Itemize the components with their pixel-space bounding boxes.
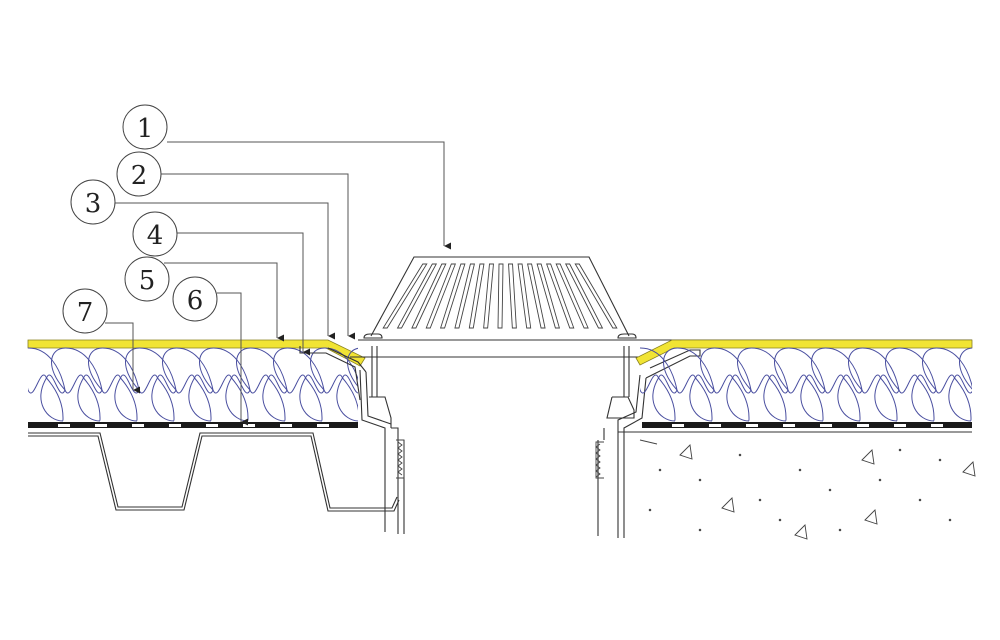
callout-3: 3 — [70, 179, 116, 225]
drain-flange-left — [299, 346, 361, 401]
callout-6: 6 — [172, 276, 218, 322]
leader-3 — [115, 202, 335, 340]
leader-1 — [167, 141, 451, 250]
insulation-right — [640, 347, 972, 422]
callout-1: 1 — [122, 104, 168, 150]
svg-text:6: 6 — [187, 286, 204, 316]
leader-5 — [164, 262, 284, 342]
leader-4 — [177, 232, 310, 356]
left-roof-assembly — [27, 339, 400, 512]
callout-5: 5 — [124, 256, 170, 302]
leader-6 — [217, 292, 248, 426]
drain-body-left — [359, 346, 405, 534]
callout-4: 4 — [132, 211, 178, 257]
svg-text:2: 2 — [131, 161, 148, 191]
concrete-slab — [618, 431, 976, 540]
leader-7 — [105, 322, 140, 394]
leader-2 — [161, 173, 355, 340]
leader-lines — [105, 141, 451, 426]
callout-2: 2 — [116, 151, 162, 197]
svg-text:5: 5 — [139, 266, 156, 296]
steel-deck — [28, 432, 400, 512]
right-roof-assembly — [618, 339, 976, 540]
svg-text:4: 4 — [147, 221, 164, 251]
drain-body-right — [595, 346, 701, 538]
callouts: 1 2 3 4 5 6 7 — [62, 104, 218, 334]
svg-text:1: 1 — [137, 114, 154, 144]
vapor-barrier-left — [28, 422, 358, 428]
vapor-barrier-right — [642, 422, 972, 428]
svg-text:3: 3 — [85, 189, 102, 219]
svg-text:7: 7 — [77, 298, 94, 328]
callout-7: 7 — [62, 288, 108, 334]
drain-grate-dome — [350, 256, 972, 358]
